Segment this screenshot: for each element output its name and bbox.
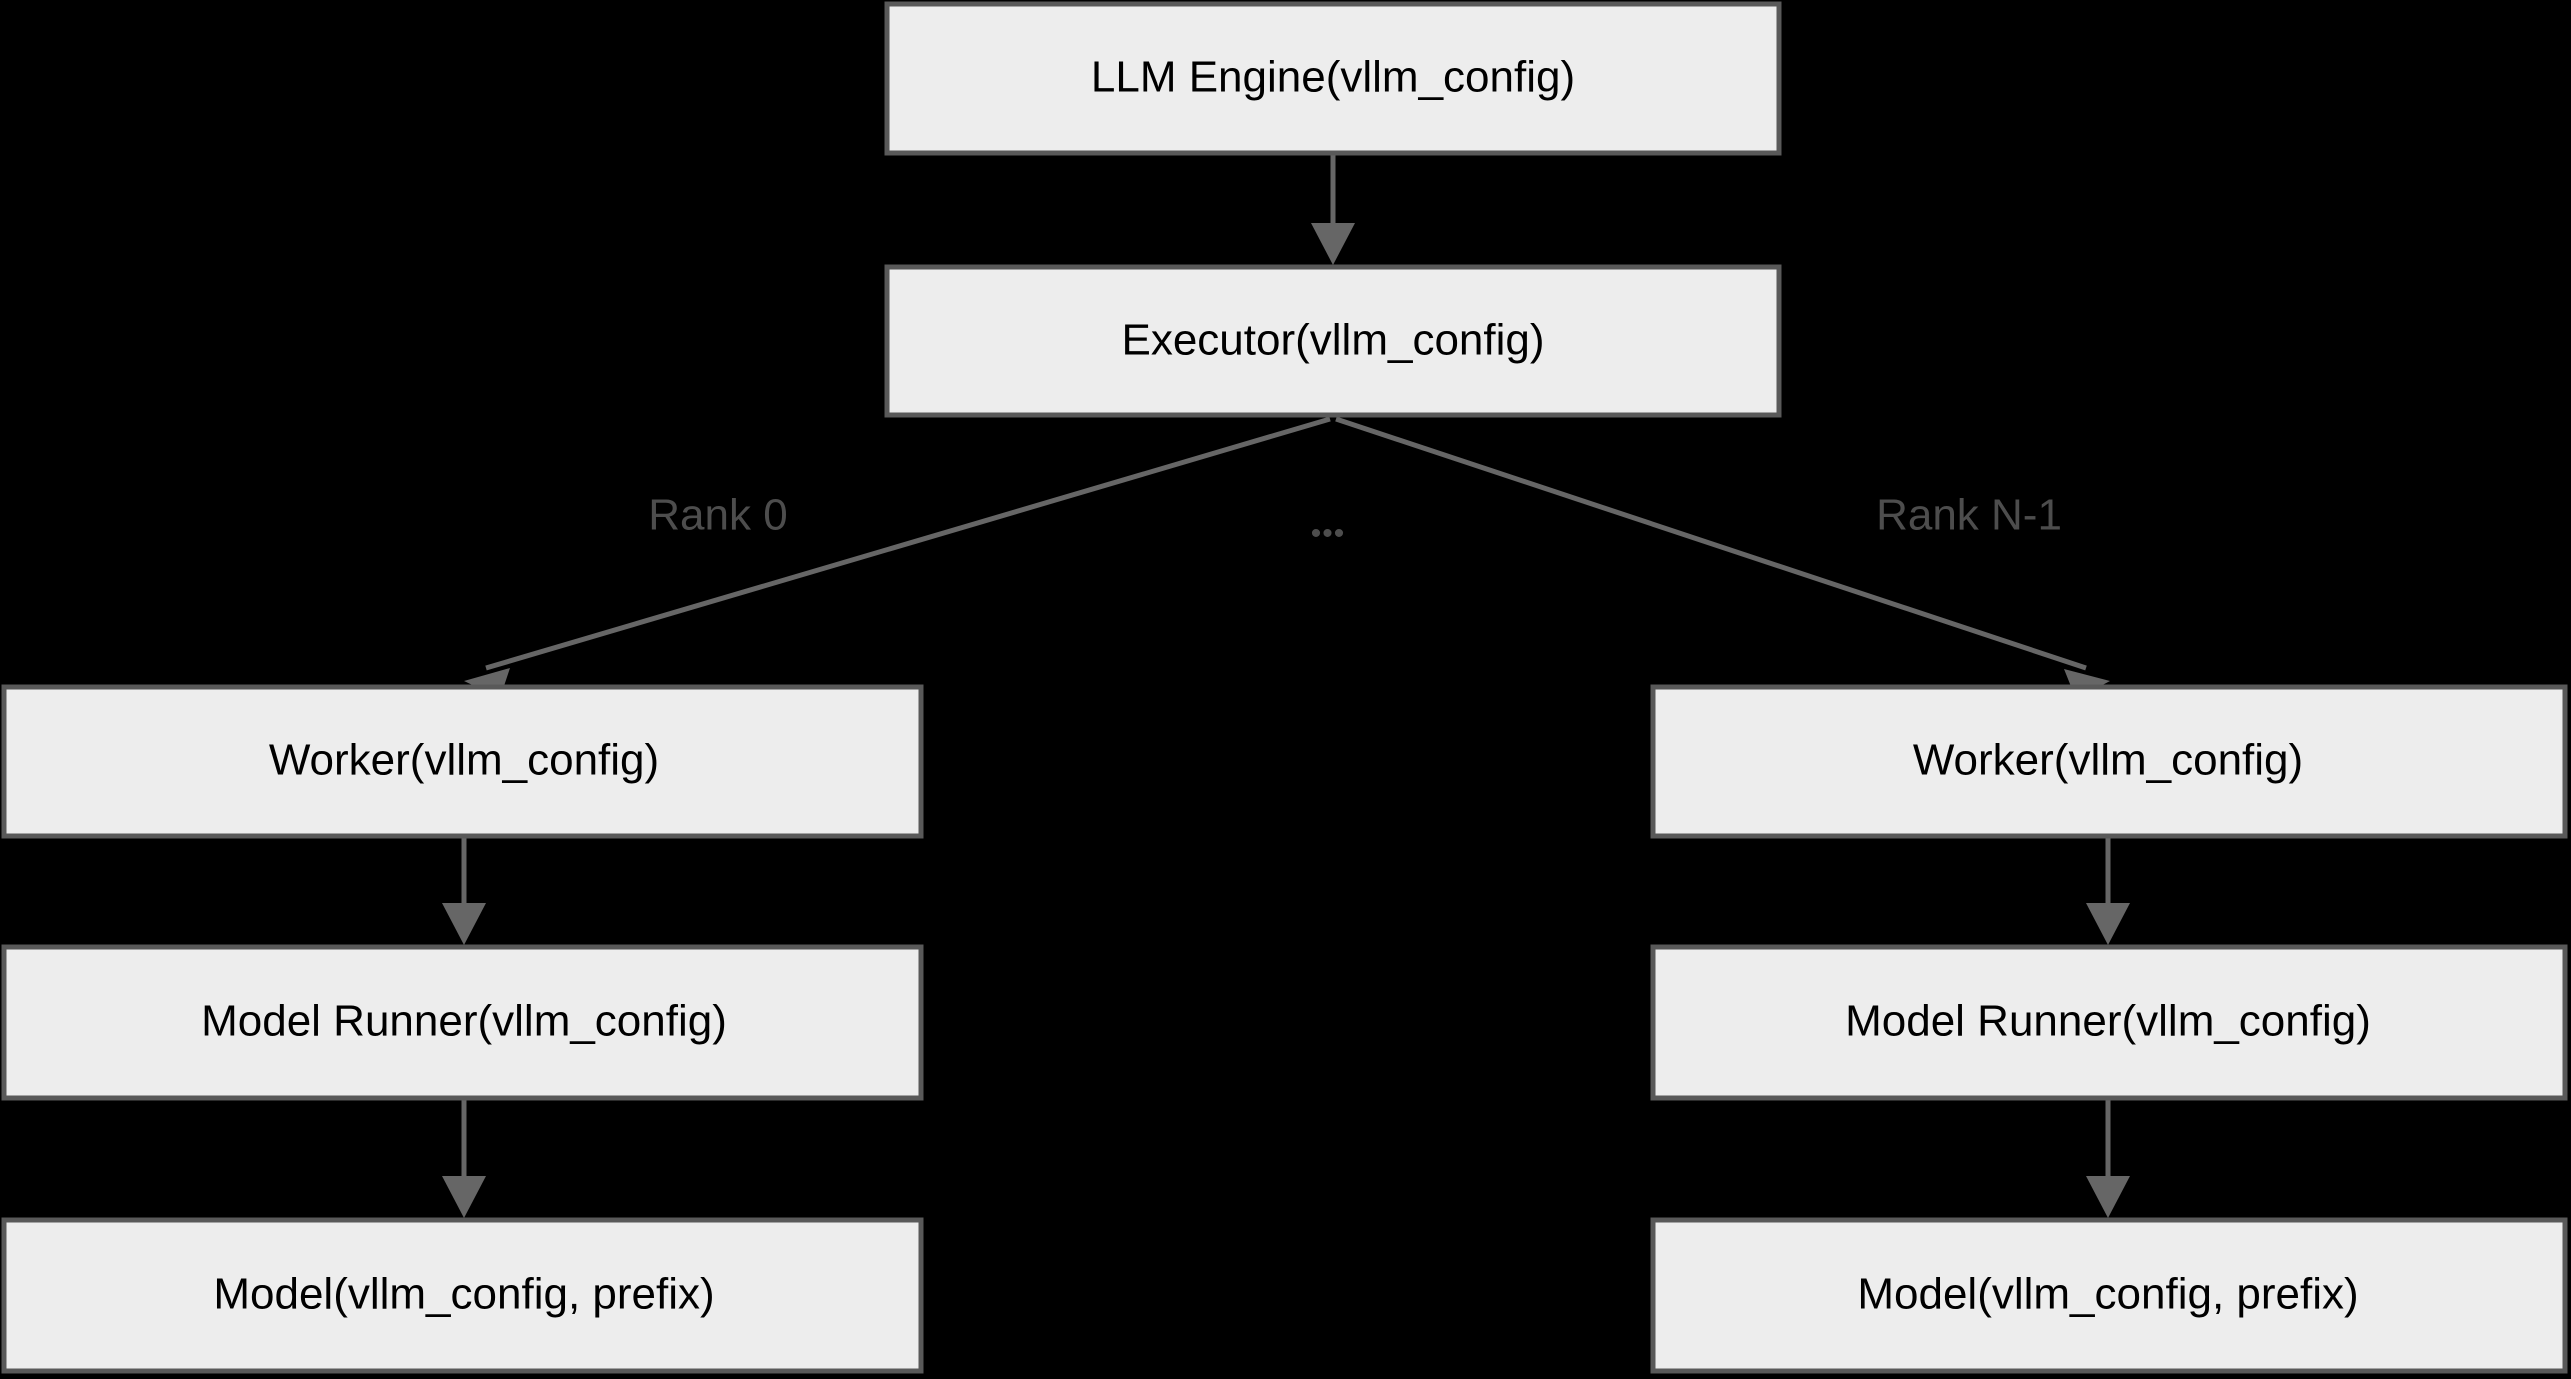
node-label-model-runner-rankn: Model Runner(vllm_config) [1845,997,2371,1046]
edge-worker-to-runner-rankn [2086,838,2130,945]
node-label-executor: Executor(vllm_config) [1121,316,1544,365]
edge-runner-to-model-rank0 [442,1100,486,1218]
arrowhead-worker-to-runner-rank0 [442,903,486,945]
edge-runner-to-model-rankn [2086,1100,2130,1218]
node-worker-rankn[interactable]: Worker(vllm_config) [1650,684,2568,839]
edge-engine-to-executor [1311,155,1355,265]
node-box-model-runner-rankn[interactable] [1650,944,2568,1101]
edge-worker-to-runner-rank0 [442,838,486,945]
node-label-llm-engine: LLM Engine(vllm_config) [1091,53,1575,102]
node-box-executor[interactable] [884,264,1782,418]
node-model-rank0[interactable]: Model(vllm_config, prefix) [1,1217,924,1374]
arrowhead-runner-to-model-rank0 [442,1176,486,1218]
node-box-llm-engine[interactable] [884,1,1782,156]
node-label-worker-rankn: Worker(vllm_config) [1913,736,2303,785]
node-model-runner-rankn[interactable]: Model Runner(vllm_config) [1650,944,2568,1101]
node-worker-rank0[interactable]: Worker(vllm_config) [1,684,924,839]
edge-label-ellipsis: ••• [1311,517,1346,550]
node-model-runner-rank0[interactable]: Model Runner(vllm_config) [1,944,924,1101]
arrowhead-worker-to-runner-rankn [2086,903,2130,945]
edge-line-executor-to-worker-rankn [1335,416,2087,671]
node-label-worker-rank0: Worker(vllm_config) [269,736,659,785]
node-label-model-rankn: Model(vllm_config, prefix) [1857,1270,2358,1319]
node-box-worker-rankn[interactable] [1650,684,2568,839]
node-box-worker-rank0[interactable] [1,684,924,839]
arrowhead-engine-to-executor [1311,223,1355,265]
node-box-model-rankn[interactable] [1650,1217,2568,1374]
node-box-model-rank0[interactable] [1,1217,924,1374]
node-label-model-runner-rank0: Model Runner(vllm_config) [201,997,727,1046]
node-llm-engine[interactable]: LLM Engine(vllm_config) [884,1,1782,156]
node-box-model-runner-rank0[interactable] [1,944,924,1101]
edge-label-rank-0: Rank 0 [648,491,787,540]
node-label-model-rank0: Model(vllm_config, prefix) [213,1270,714,1319]
node-executor[interactable]: Executor(vllm_config) [884,264,1782,418]
edge-line-executor-to-worker-rank0 [485,416,1331,671]
node-model-rankn[interactable]: Model(vllm_config, prefix) [1650,1217,2568,1374]
edge-label-rank-n-minus-1: Rank N-1 [1876,491,2062,540]
arrowhead-runner-to-model-rankn [2086,1176,2130,1218]
